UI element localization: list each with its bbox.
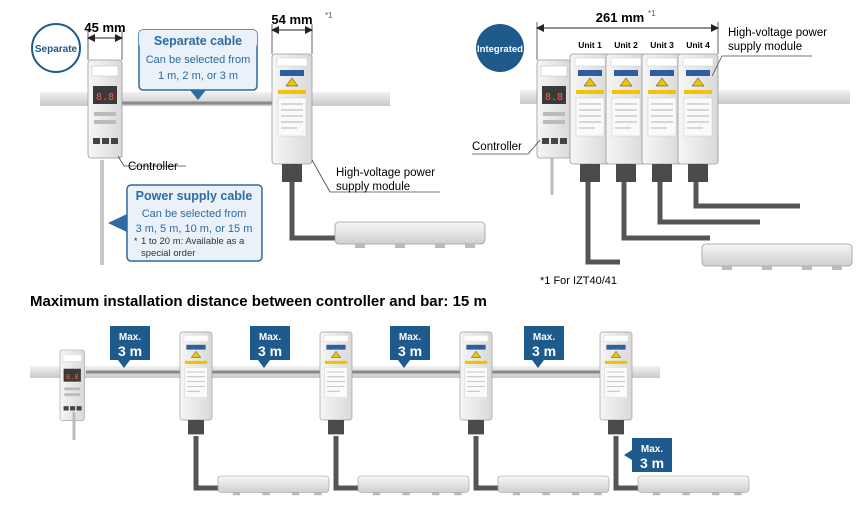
separate-cable-callout-pointer (190, 90, 206, 100)
unit-label-4: Unit 4 (686, 40, 710, 50)
integrated-controller-label: Controller (472, 141, 522, 153)
power-cable-note-mark: * (134, 236, 138, 246)
max-tag-5-line2: 3 m (640, 455, 664, 471)
dim-total-width: 261 mm (596, 10, 644, 25)
power-cable-line2: 3 m, 5 m, 10 m, or 15 m (136, 223, 253, 235)
max-tag-1-line1: Max. (119, 332, 141, 343)
distance-heading: Maximum installation distance between co… (30, 293, 487, 310)
bottom-module-3 (459, 331, 493, 435)
power-cable-line1: Can be selected from (142, 208, 247, 220)
ionizer-bar (334, 221, 486, 249)
unit-4-device (677, 53, 719, 183)
hv-module-device (271, 53, 313, 183)
max-tag-4: Max. 3 m (524, 326, 564, 368)
integrated-section: Integrated 261 mm *1 Unit 1 Unit 2 Unit … (472, 9, 853, 287)
module-bar-cable (289, 182, 340, 241)
separate-badge: Separate (35, 44, 78, 55)
separate-cable-line2: 1 m, 2 m, or 3 m (158, 70, 238, 82)
bottom-bar-4 (637, 475, 750, 496)
power-cable-callout-pointer (108, 214, 127, 232)
power-cable-title: Power supply cable (136, 189, 253, 203)
dim-module-width: 54 mm (271, 12, 312, 27)
max-tag-5: Max. 3 m (624, 438, 672, 472)
max-tag-4-line1: Max. (533, 332, 555, 343)
hv-label-line1: High-voltage power (336, 167, 435, 179)
controller-device (87, 59, 123, 159)
unit-2-device (605, 53, 647, 183)
max-tag-1-line2: 3 m (118, 343, 142, 359)
unit-3-device (641, 53, 683, 183)
integrated-footnote: *1 For IZT40/41 (540, 275, 617, 287)
max-tag-2-line2: 3 m (258, 343, 282, 359)
hv-label-line2: supply module (336, 181, 410, 193)
integrated-ionizer-bar (701, 243, 853, 271)
power-cable-note-line2: special order (141, 248, 195, 259)
unit-label-1: Unit 1 (578, 40, 602, 50)
bottom-bar-2 (357, 475, 470, 496)
dim-controller-width: 45 mm (84, 20, 125, 35)
integrated-hv-label-line2: supply module (728, 41, 802, 53)
max-tag-3-line1: Max. (399, 332, 421, 343)
bottom-bar-3 (497, 475, 610, 496)
unit-label-3: Unit 3 (650, 40, 674, 50)
max-tag-2: Max. 3 m (250, 326, 290, 368)
unit-label-2: Unit 2 (614, 40, 638, 50)
max-tag-5-line1: Max. (641, 444, 663, 455)
max-tag-2-line1: Max. (259, 332, 281, 343)
separate-badge-circle (31, 23, 81, 73)
separate-cable-line1: Can be selected from (146, 54, 251, 66)
distance-section: Maximum installation distance between co… (30, 293, 750, 496)
bottom-module-4 (599, 331, 633, 435)
max-tag-4-line2: 3 m (532, 343, 556, 359)
unit-1-device (569, 53, 611, 183)
integrated-hv-label-line1: High-voltage power (728, 27, 827, 39)
dim-total-note: *1 (648, 9, 656, 18)
integrated-controller-device (536, 59, 572, 159)
max-tag-1: Max. 3 m (110, 326, 150, 368)
dim-module-note: *1 (325, 11, 333, 20)
bottom-module-2 (319, 331, 353, 435)
integrated-badge: Integrated (477, 44, 523, 55)
separate-cable-title: Separate cable (154, 34, 242, 48)
bottom-module-1 (179, 331, 213, 435)
max-tag-3: Max. 3 m (390, 326, 430, 368)
controller-label: Controller (128, 161, 178, 173)
separate-section: Separate 45 mm 54 mm *1 Separate cable C… (31, 11, 486, 265)
max-tag-3-line2: 3 m (398, 343, 422, 359)
integrated-badge-circle (476, 24, 524, 72)
bottom-bar-1 (217, 475, 330, 496)
power-cable-note-line1: 1 to 20 m: Available as a (141, 236, 245, 247)
bottom-controller-device (59, 349, 85, 421)
